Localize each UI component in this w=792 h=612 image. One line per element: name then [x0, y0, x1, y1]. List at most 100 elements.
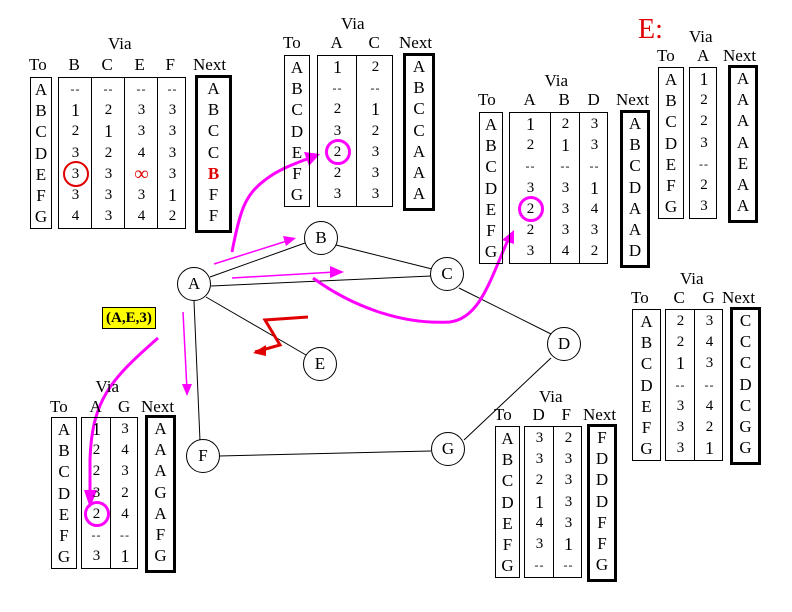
to-header: To — [50, 397, 68, 416]
to-cell: E — [665, 154, 677, 174]
distance-cell: 3 — [526, 179, 535, 196]
node-e[interactable]: E — [303, 347, 337, 381]
column-divider — [124, 78, 125, 229]
distance-cell: 1 — [564, 533, 573, 554]
to-cell: D — [57, 483, 71, 503]
distance-cell: -- — [699, 156, 709, 171]
to-cell: E — [291, 142, 303, 162]
distance-cell: 2 — [104, 144, 113, 161]
distance-cell: 3 — [92, 548, 101, 565]
distance-cell: 3 — [137, 123, 146, 140]
via-header: Via — [108, 34, 132, 53]
column-divider — [579, 113, 580, 264]
distance-cell: 3 — [137, 102, 146, 119]
next-hop-cell: A — [628, 114, 642, 133]
distance-cell: 3 — [371, 143, 380, 160]
next-hop-cell: A — [412, 57, 426, 76]
next-hop-cell: A — [628, 198, 642, 218]
next-hop-cell: G — [595, 555, 609, 575]
next-hop-cell: A — [628, 219, 642, 239]
to-header: To — [657, 46, 675, 65]
node-a[interactable]: A — [177, 267, 211, 301]
node-f[interactable]: F — [186, 439, 220, 473]
column-divider — [694, 310, 695, 461]
distance-cell: 3 — [590, 221, 599, 238]
to-cell: E — [485, 199, 497, 219]
distance-cell: 3 — [700, 134, 708, 151]
distance-cell: -- — [70, 82, 81, 96]
node-d[interactable]: D — [547, 327, 581, 361]
distance-cell: -- — [534, 558, 545, 573]
next-hop-cell: C — [207, 121, 220, 141]
to-cell: C — [58, 462, 70, 482]
distance-cell: 2 — [700, 92, 708, 109]
column-divider — [91, 78, 92, 229]
distance-cell: 3 — [705, 355, 714, 372]
distance-cell: 3 — [564, 451, 573, 468]
edge-c-d — [458, 287, 552, 335]
distance-cell: 1 — [71, 100, 80, 121]
via-header: Via — [341, 14, 365, 33]
to-cell: D — [501, 492, 514, 512]
distance-cell: 3 — [705, 313, 714, 329]
arrow-message-to-table-f — [88, 336, 159, 500]
distance-cell: 1 — [104, 121, 113, 142]
distance-cell: -- — [704, 377, 715, 392]
distance-cell: -- — [563, 558, 574, 573]
next-hop-cell: G — [154, 546, 167, 566]
edge-b-c — [335, 244, 433, 270]
node-b[interactable]: B — [304, 221, 338, 255]
distance-cell: 3 — [121, 463, 129, 480]
next-hop-cell: G — [739, 416, 752, 436]
distance-cell: 3 — [371, 164, 380, 181]
distance-cell: 1 — [371, 99, 380, 120]
next-hop-cell: G — [154, 482, 167, 502]
distance-cell: 2 — [371, 59, 380, 75]
to-header: To — [494, 405, 512, 424]
next-hop-cell: B — [207, 163, 220, 183]
distance-cell: 2 — [526, 221, 535, 238]
via-column-header: C — [673, 288, 685, 307]
next-hop-cell: A — [412, 184, 426, 204]
to-cell: G — [501, 556, 514, 576]
next-hop-cell: F — [208, 184, 219, 204]
next-hop-cell: B — [629, 135, 641, 155]
to-cell: C — [291, 100, 303, 120]
next-hop-cell: A — [154, 461, 167, 481]
next-hop-cell: A — [154, 440, 167, 460]
distance-cell: 3 — [71, 186, 80, 203]
to-cell: C — [665, 112, 677, 132]
next-hop-cell: F — [597, 512, 607, 532]
next-header: Next — [399, 33, 433, 52]
to-cell: F — [641, 417, 652, 437]
node-c[interactable]: C — [430, 257, 464, 291]
next-hop-cell: C — [739, 311, 752, 330]
distance-cell: -- — [589, 159, 600, 174]
to-cell: G — [290, 185, 304, 205]
via-column-header: A — [330, 33, 343, 52]
next-hop-cell: D — [628, 241, 642, 261]
distance-cell: 2 — [705, 418, 714, 435]
next-hop-cell: A — [207, 79, 220, 98]
arrow-a-to-f-link — [182, 311, 188, 391]
distance-cell: 4 — [705, 334, 714, 351]
update-arrows — [84, 152, 514, 508]
node-g[interactable]: G — [431, 432, 465, 466]
distance-cell: 4 — [561, 243, 570, 260]
via-column-header: C — [368, 33, 380, 52]
next-hop-cell: C — [739, 353, 752, 373]
distance-cell: 2 — [121, 484, 129, 501]
arrowhead — [283, 236, 296, 246]
distance-cell: 3 — [676, 440, 685, 457]
next-hop-cell: D — [595, 491, 609, 511]
